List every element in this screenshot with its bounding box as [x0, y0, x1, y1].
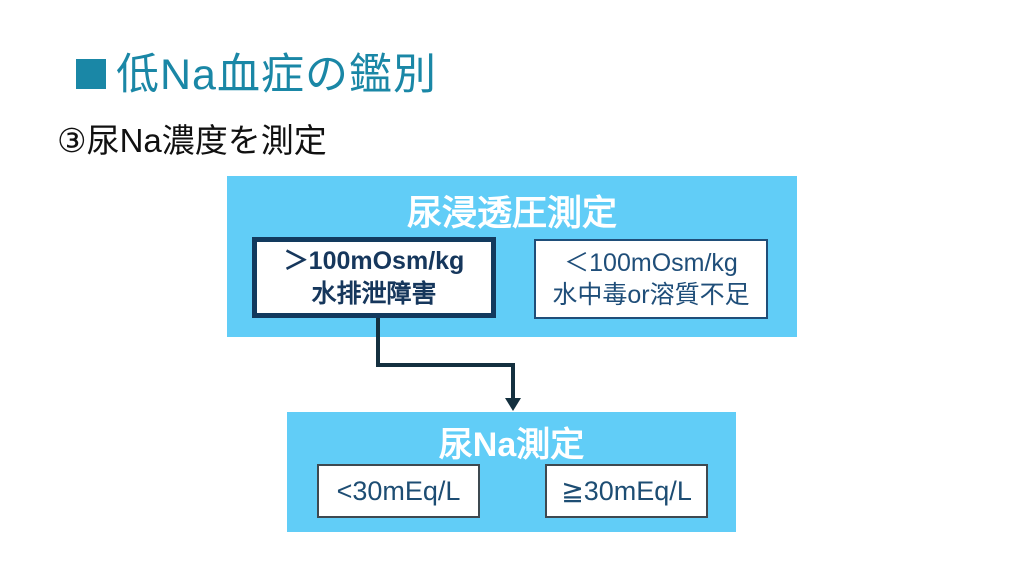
urine-na-panel: 尿Na測定 <30mEq/L ≧30mEq/L	[287, 412, 736, 532]
connector-arrow-segment-vertical-1	[376, 318, 380, 367]
slide-title-text: 低Na血症の鑑別	[116, 51, 437, 99]
connector-arrow-segment-vertical-2	[511, 363, 515, 399]
slide-title: 低Na血症の鑑別	[76, 40, 437, 102]
water-intoxication-box: ＜100mOsm/kg 水中毒or溶質不足	[534, 239, 768, 319]
urine-na-low-box: <30mEq/L	[317, 464, 480, 518]
urine-na-high-box: ≧30mEq/L	[545, 464, 708, 518]
water-intoxication-label: 水中毒or溶質不足	[552, 281, 750, 309]
water-excretion-disorder-label: 水排泄障害	[311, 279, 437, 308]
connector-arrowhead-icon	[505, 398, 521, 411]
urine-na-panel-title: 尿Na測定	[438, 426, 585, 464]
urine-osmolality-panel: 尿浸透圧測定 ＞100mOsm/kg 水排泄障害 ＜100mOsm/kg 水中毒…	[227, 176, 797, 337]
water-excretion-disorder-box: ＞100mOsm/kg 水排泄障害	[252, 237, 496, 318]
slide-subtitle: ③尿Na濃度を測定	[57, 122, 327, 159]
osmolality-high-value: ＞100mOsm/kg	[283, 247, 465, 275]
square-bullet-icon	[76, 59, 106, 89]
connector-arrow-segment-horizontal	[376, 363, 515, 367]
urine-osmolality-panel-title: 尿浸透圧測定	[406, 194, 617, 233]
osmolality-low-value: ＜100mOsm/kg	[564, 248, 738, 277]
